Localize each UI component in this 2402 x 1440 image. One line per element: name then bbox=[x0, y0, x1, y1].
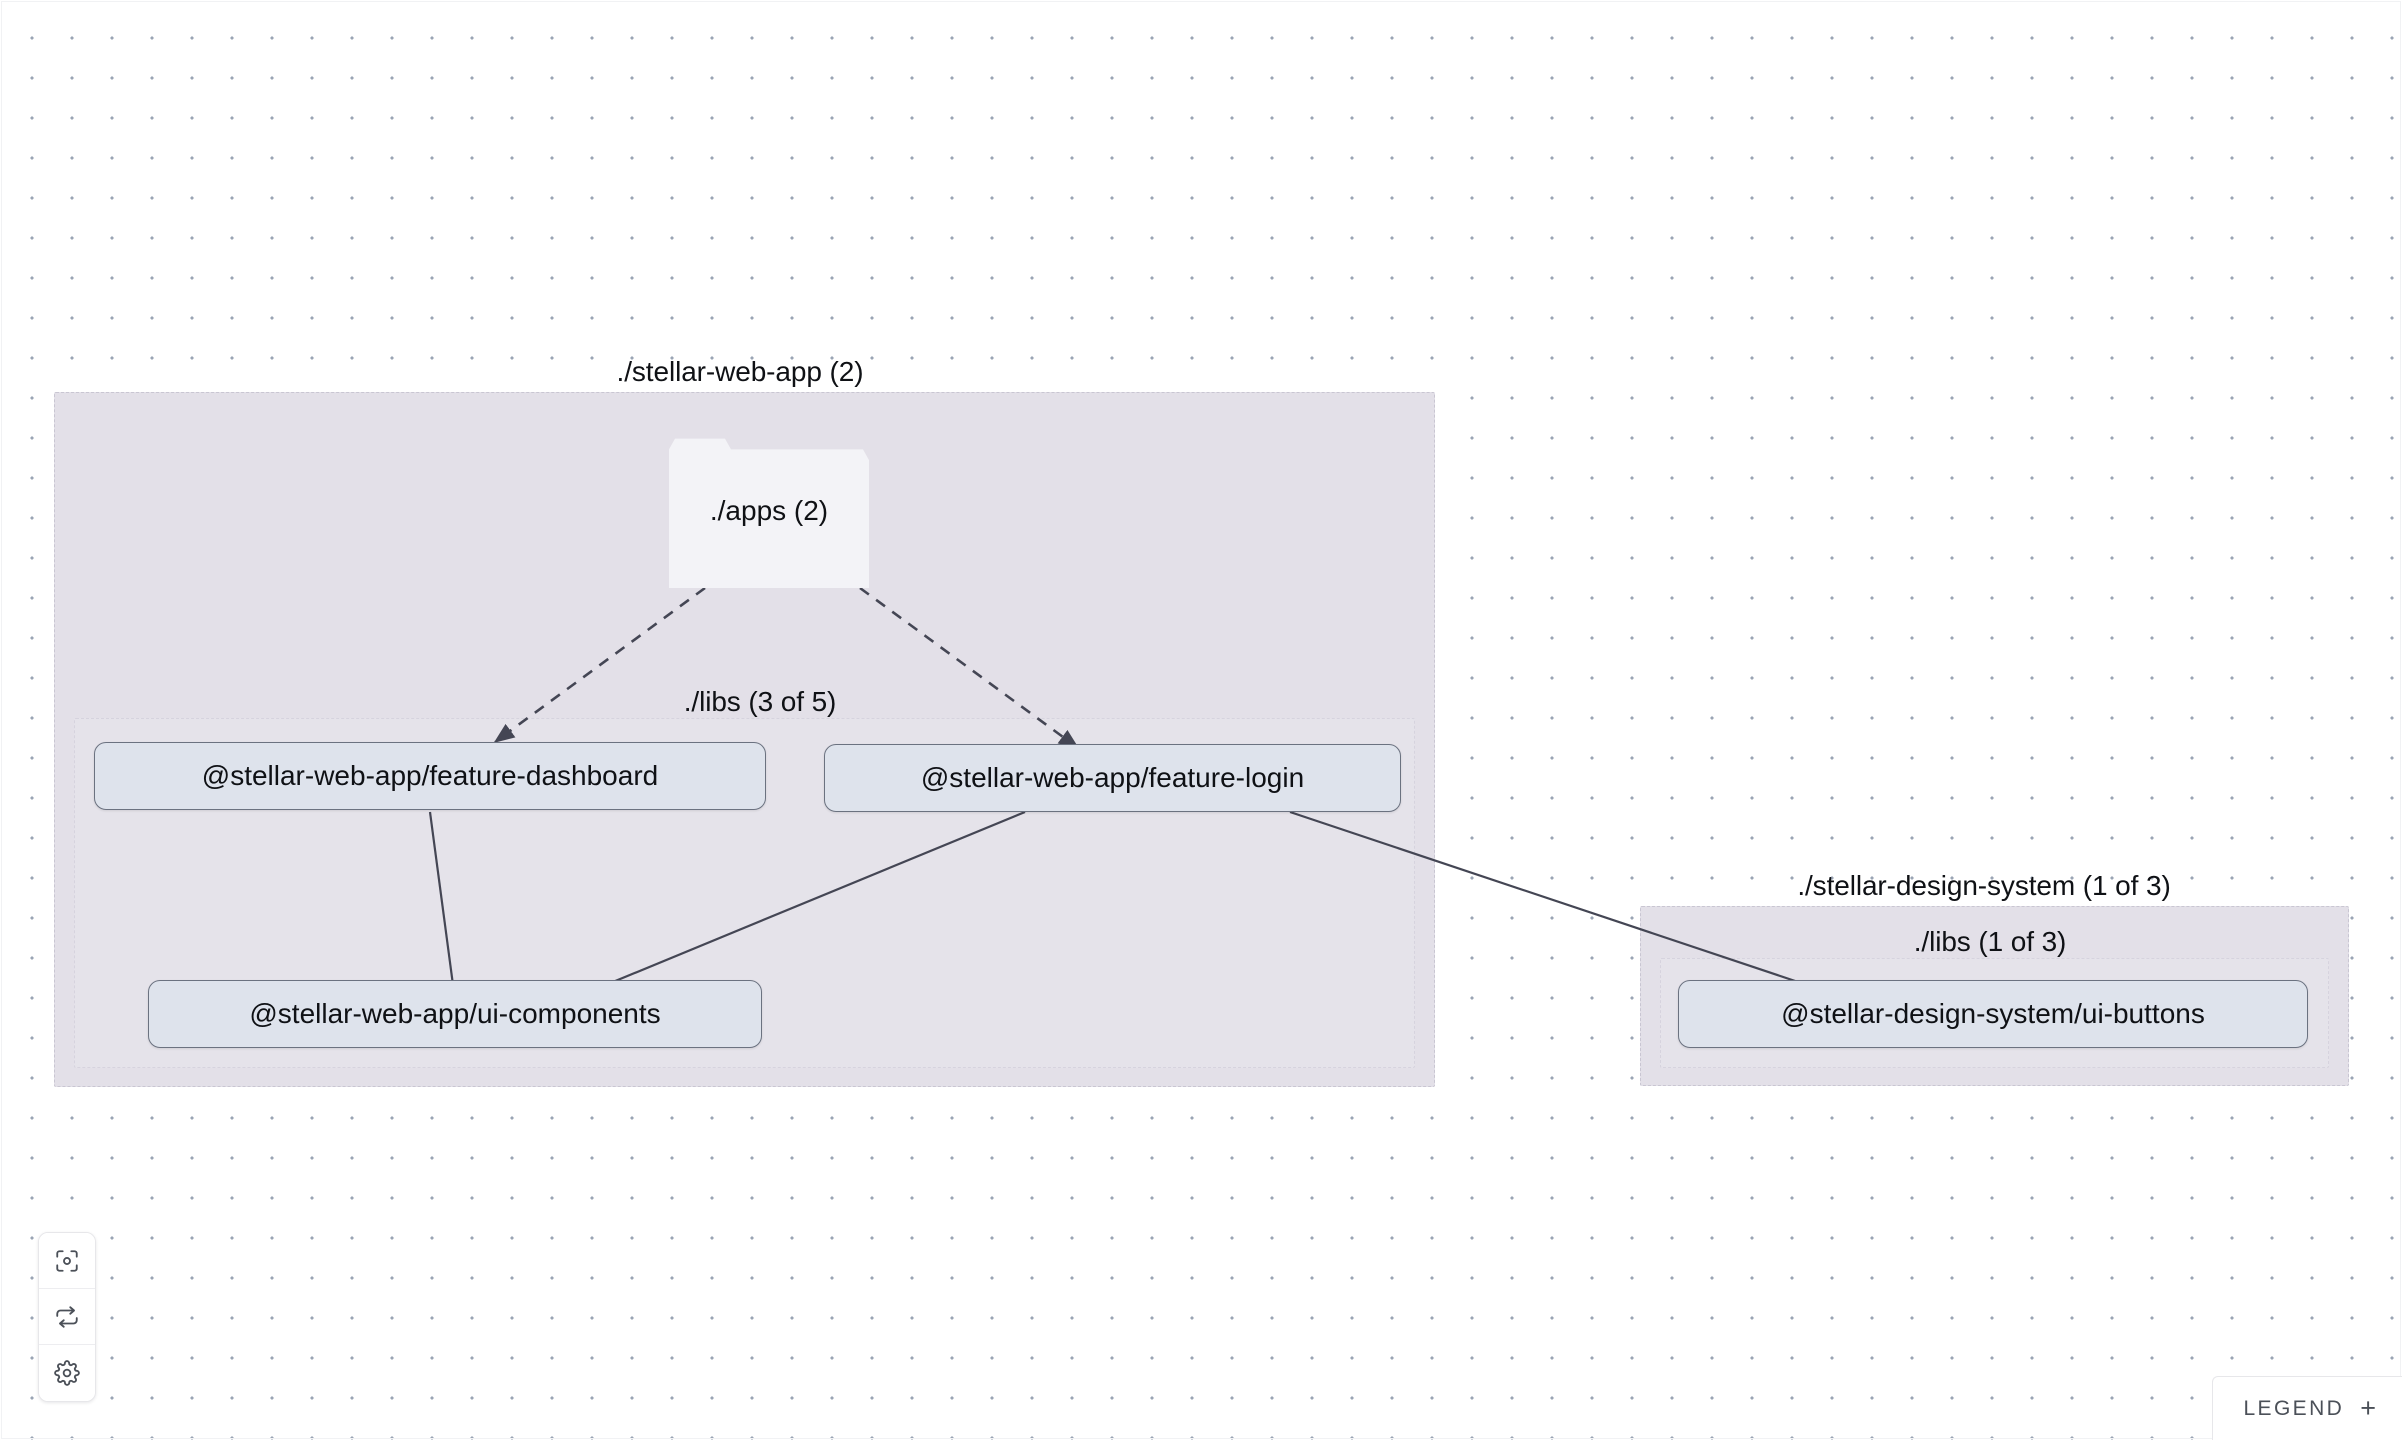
node-ui-components[interactable]: @stellar-web-app/ui-components bbox=[148, 980, 762, 1048]
refresh-icon bbox=[54, 1304, 80, 1330]
node-ui-buttons[interactable]: @stellar-design-system/ui-buttons bbox=[1678, 980, 2308, 1048]
legend-label: LEGEND bbox=[2243, 1396, 2345, 1420]
folder-node-apps-label: ./apps (2) bbox=[709, 495, 829, 526]
group-label-stellar-web-app: ./stellar-web-app (2) bbox=[616, 356, 864, 387]
group-label-stellar-web-app-libs: ./libs (3 of 5) bbox=[683, 686, 837, 717]
refresh-graph-button[interactable] bbox=[39, 1289, 95, 1345]
group-label-stellar-design-system-libs: ./libs (1 of 3) bbox=[1913, 926, 2067, 957]
folder-icon bbox=[669, 438, 869, 588]
graph-controls bbox=[38, 1232, 96, 1402]
node-feature-dashboard[interactable]: @stellar-web-app/feature-dashboard bbox=[94, 742, 766, 810]
settings-button[interactable] bbox=[39, 1345, 95, 1401]
focus-graph-button[interactable] bbox=[39, 1233, 95, 1289]
gear-icon bbox=[54, 1360, 80, 1386]
node-feature-login[interactable]: @stellar-web-app/feature-login bbox=[824, 744, 1401, 812]
node-feature-login-label: @stellar-web-app/feature-login bbox=[920, 762, 1305, 793]
node-feature-dashboard-label: @stellar-web-app/feature-dashboard bbox=[201, 760, 659, 791]
group-label-stellar-design-system: ./stellar-design-system (1 of 3) bbox=[1797, 870, 2171, 901]
folder-node-apps[interactable]: ./apps (2) bbox=[669, 434, 869, 588]
focus-target-icon bbox=[54, 1248, 80, 1274]
legend-expand-icon[interactable]: + bbox=[2360, 1393, 2376, 1423]
node-ui-components-label: @stellar-web-app/ui-components bbox=[249, 998, 661, 1029]
node-ui-buttons-label: @stellar-design-system/ui-buttons bbox=[1781, 998, 2205, 1029]
legend-panel-toggle[interactable]: LEGEND + bbox=[2212, 1376, 2402, 1440]
